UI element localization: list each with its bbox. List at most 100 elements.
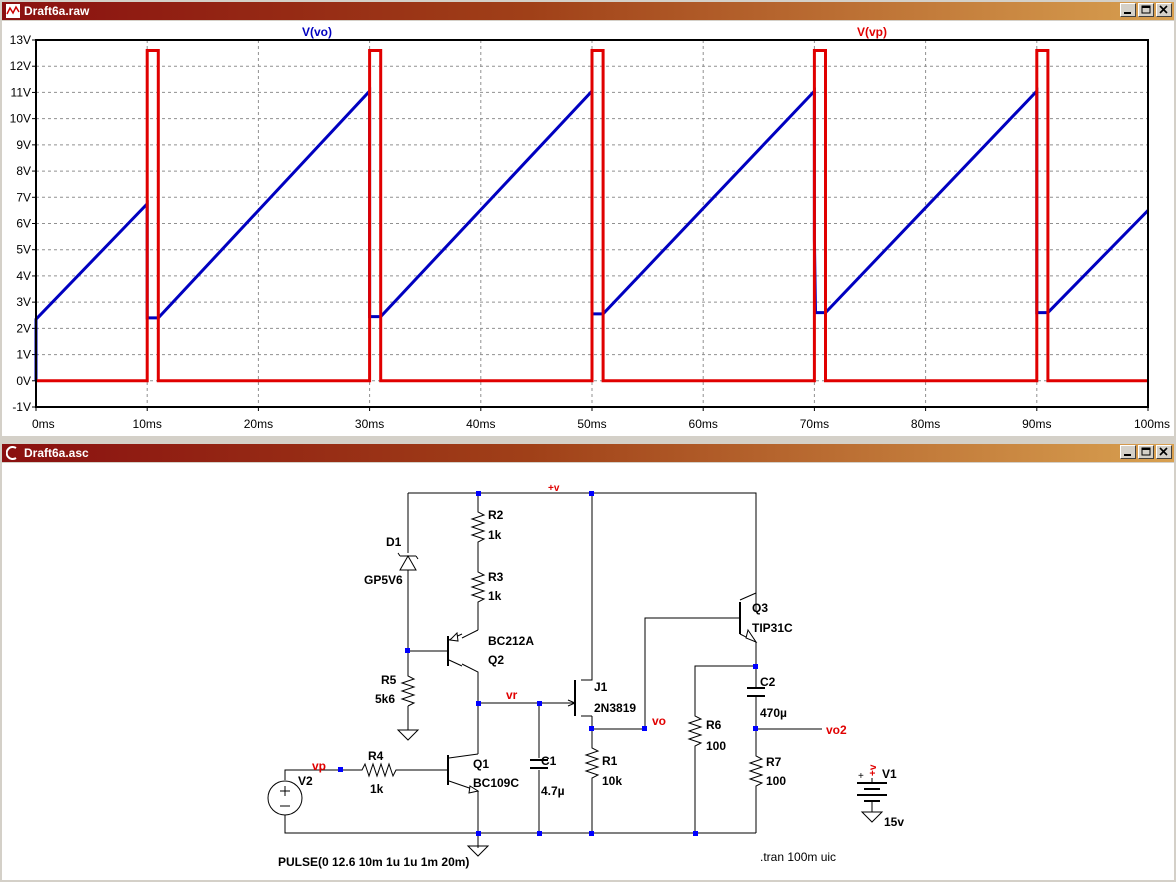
- v1-ref: V1: [882, 767, 897, 781]
- c2-ref: C2: [760, 675, 776, 689]
- svg-text:+: +: [858, 771, 864, 782]
- r1-ref: R1: [602, 754, 618, 768]
- ground-symbol: [396, 729, 420, 741]
- x-tick-label: 60ms: [689, 417, 718, 431]
- transistor-q2[interactable]: [447, 631, 463, 667]
- plot-grid: [32, 39, 1149, 411]
- ground-symbol: [466, 845, 490, 857]
- close-button[interactable]: [1156, 3, 1172, 17]
- close-icon: [1159, 5, 1168, 14]
- net-label-vo: vo: [652, 714, 666, 728]
- resistor-r1[interactable]: [584, 740, 600, 793]
- q2-ref: Q2: [488, 653, 504, 667]
- x-tick-label: 100ms: [1134, 417, 1170, 431]
- y-tick-label: 4V: [16, 269, 31, 283]
- y-tick-label: 7V: [16, 190, 31, 204]
- legend: V(vo) V(vp): [302, 25, 887, 39]
- y-tick-label: 6V: [16, 217, 31, 231]
- net-label-supply: +v: [548, 483, 560, 494]
- y-tick-label: 1V: [16, 348, 31, 362]
- r2-value: 1k: [488, 528, 502, 542]
- v1-value: 15v: [884, 815, 904, 829]
- c1-ref: C1: [541, 754, 557, 768]
- transistor-q1[interactable]: [447, 753, 480, 794]
- minimize-button[interactable]: [1120, 445, 1136, 459]
- net-label-vo2: vo2: [826, 723, 847, 737]
- net-label-vp: vp: [312, 759, 326, 773]
- y-tick-label: -1V: [12, 400, 31, 414]
- waveform-window-title: Draft6a.raw: [24, 4, 90, 18]
- x-tick-label: 70ms: [800, 417, 829, 431]
- resistor-r3[interactable]: [470, 568, 486, 604]
- r6-value: 100: [706, 739, 726, 753]
- trace-vp[interactable]: [36, 49, 1148, 383]
- maximize-button[interactable]: [1138, 445, 1154, 459]
- y-tick-label: 13V: [10, 33, 31, 47]
- diode-d1[interactable]: [397, 552, 419, 571]
- r5-value: 5k6: [375, 692, 395, 706]
- maximize-button[interactable]: [1138, 3, 1154, 17]
- d1-value: GP5V6: [364, 573, 403, 587]
- j1-value: 2N3819: [594, 701, 636, 715]
- voltage-source-v2[interactable]: [267, 780, 303, 816]
- resistor-r4[interactable]: [358, 762, 398, 778]
- legend-label-vp[interactable]: V(vp): [857, 25, 887, 39]
- schematic-window-title: Draft6a.asc: [24, 446, 89, 460]
- close-icon: [1159, 447, 1168, 456]
- net-label-v1-supply: +v: [868, 764, 879, 776]
- schematic-window[interactable]: Draft6a.asc: [0, 442, 1176, 882]
- traces: [34, 49, 1150, 383]
- spice-directive[interactable]: .tran 100m uic: [760, 850, 836, 864]
- x-tick-label: 20ms: [244, 417, 273, 431]
- r6-ref: R6: [706, 718, 722, 732]
- resistor-r2[interactable]: [470, 508, 486, 544]
- schematic-canvas[interactable]: +: [2, 463, 1174, 880]
- capacitor-c2[interactable]: [747, 687, 765, 697]
- c2-value: 470µ: [760, 706, 787, 720]
- d1-ref: D1: [386, 535, 402, 549]
- q3-ref: Q3: [752, 601, 768, 615]
- transistor-q3[interactable]: [739, 602, 758, 644]
- r5-ref: R5: [381, 673, 397, 687]
- waveform-icon: [6, 4, 20, 18]
- r4-ref: R4: [368, 749, 384, 763]
- r7-ref: R7: [766, 755, 782, 769]
- schematic-title-bar[interactable]: Draft6a.asc: [2, 444, 1174, 462]
- resistor-r7[interactable]: [748, 752, 764, 788]
- resistor-r5[interactable]: [400, 672, 416, 707]
- plot-frame: [35, 39, 1149, 408]
- r3-value: 1k: [488, 589, 502, 603]
- capacitor-c1[interactable]: [530, 759, 548, 769]
- resistor-r6[interactable]: [687, 712, 703, 748]
- x-tick-label: 0ms: [32, 417, 55, 431]
- r7-value: 100: [766, 774, 786, 788]
- legend-label-vo[interactable]: V(vo): [302, 25, 332, 39]
- battery-v1[interactable]: +: [857, 771, 887, 812]
- x-tick-label: 90ms: [1022, 417, 1051, 431]
- y-tick-label: 5V: [16, 243, 31, 257]
- y-tick-label: 9V: [16, 138, 31, 152]
- r1-value: 10k: [602, 774, 622, 788]
- minimize-button[interactable]: [1120, 3, 1136, 17]
- r3-ref: R3: [488, 570, 504, 584]
- jfet-j1[interactable]: [567, 680, 577, 716]
- x-tick-label: 80ms: [911, 417, 940, 431]
- v2-value: PULSE(0 12.6 10m 1u 1u 1m 20m): [278, 855, 469, 869]
- schematic-drawing[interactable]: +: [2, 463, 1174, 880]
- x-tick-label: 40ms: [466, 417, 495, 431]
- x-tick-label: 50ms: [577, 417, 606, 431]
- r2-ref: R2: [488, 508, 504, 522]
- v2-ref: V2: [298, 774, 313, 788]
- y-tick-label: 8V: [16, 164, 31, 178]
- minimize-icon: [1124, 12, 1131, 14]
- q1-ref: Q1: [473, 757, 489, 771]
- waveform-title-bar[interactable]: Draft6a.raw: [2, 2, 1174, 20]
- y-tick-label: 0V: [16, 374, 31, 388]
- close-button[interactable]: [1156, 445, 1172, 459]
- q2-value: BC212A: [488, 634, 534, 648]
- schematic-icon: [6, 446, 17, 460]
